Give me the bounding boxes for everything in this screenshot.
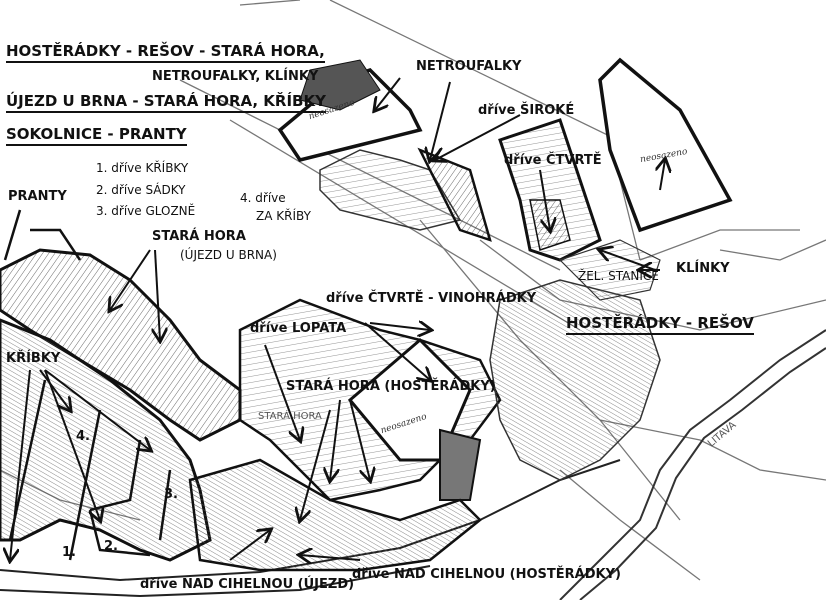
label-pranty: PRANTY: [8, 189, 67, 204]
label-drive-nad-cihelnou-ujezd: dříve NAD CIHELNOU (ÚJEZD): [140, 577, 355, 592]
legend-line-2-text: ÚJEZD U BRNA - STARÁ HORA, KŘÍBKY: [6, 92, 326, 113]
label-zel-stanice: ŽEL. STANICE: [578, 269, 659, 283]
label-stara-hora-map: STARÁ HORA: [258, 411, 322, 422]
legend-tract-2: 2. dříve SÁDKY: [96, 183, 186, 197]
tract-number-2: 2.: [104, 539, 118, 554]
tract-klinky: [598, 57, 733, 233]
legend-line-1b: NETROUFALKY, KLÍNKY: [152, 69, 319, 84]
tract-number-4: 4.: [76, 429, 90, 444]
label-drive-nad-cihelnou-hosteradky: dříve NAD CIHELNOU (HOSTĚRÁDKY): [352, 567, 621, 582]
legend-tract-1: 1. dříve KŘÍBKY: [96, 161, 189, 175]
label-netroufalky: NETROUFALKY: [416, 59, 522, 74]
legend-line-1-text: HOSTĚRÁDKY - REŠOV - STARÁ HORA,: [6, 42, 325, 63]
tract-number-1: 1.: [62, 545, 76, 560]
legend-line-1: HOSTĚRÁDKY - REŠOV - STARÁ HORA,: [6, 42, 325, 63]
label-stara-hora-ujezd-sub: (ÚJEZD U BRNA): [180, 248, 277, 262]
legend-tract-4: 4. dříve: [240, 191, 286, 205]
tract-netroufalky: [277, 59, 492, 242]
tract-number-3: 3.: [164, 487, 178, 502]
pointer-arrows: [10, 77, 665, 560]
label-kribky: KŘÍBKY: [6, 351, 61, 366]
legend-tract-3: 3. dříve GLOZNĚ: [96, 204, 196, 218]
label-drive-lopata: dříve LOPATA: [250, 321, 347, 336]
tract-ctvrte: [498, 118, 602, 262]
label-drive-ctvrte: dříve ČTVRTĚ: [504, 153, 602, 168]
legend-tract-4b: ZA KŘÍBY: [256, 209, 311, 223]
legend-line-3: SOKOLNICE - PRANTY: [6, 125, 187, 146]
label-stara-hora-ujezd: STARÁ HORA: [152, 229, 246, 244]
legend-line-3-text: SOKOLNICE - PRANTY: [6, 125, 187, 146]
legend-line-2: ÚJEZD U BRNA - STARÁ HORA, KŘÍBKY: [6, 92, 326, 113]
label-klinky: KLÍNKY: [676, 261, 730, 276]
label-stara-hora-hosteradky: STARÁ HORA (HOSTĚRÁDKY): [286, 379, 496, 394]
label-hosteradky-resov: HOSTĚRÁDKY - REŠOV: [566, 314, 754, 335]
label-hosteradky-resov-text: HOSTĚRÁDKY - REŠOV: [566, 314, 754, 335]
tract-stara-hora-hosteradky: [238, 298, 502, 502]
litava-river: [559, 329, 826, 600]
village-hosteradky-resov: [489, 239, 661, 481]
pranty-lines: [3, 209, 82, 261]
label-drive-siroke: dříve ŠIROKÉ: [478, 103, 575, 118]
label-drive-ctvrte-vinohradky: dříve ČTVRTĚ - VINOHRÁDKY: [326, 291, 537, 306]
